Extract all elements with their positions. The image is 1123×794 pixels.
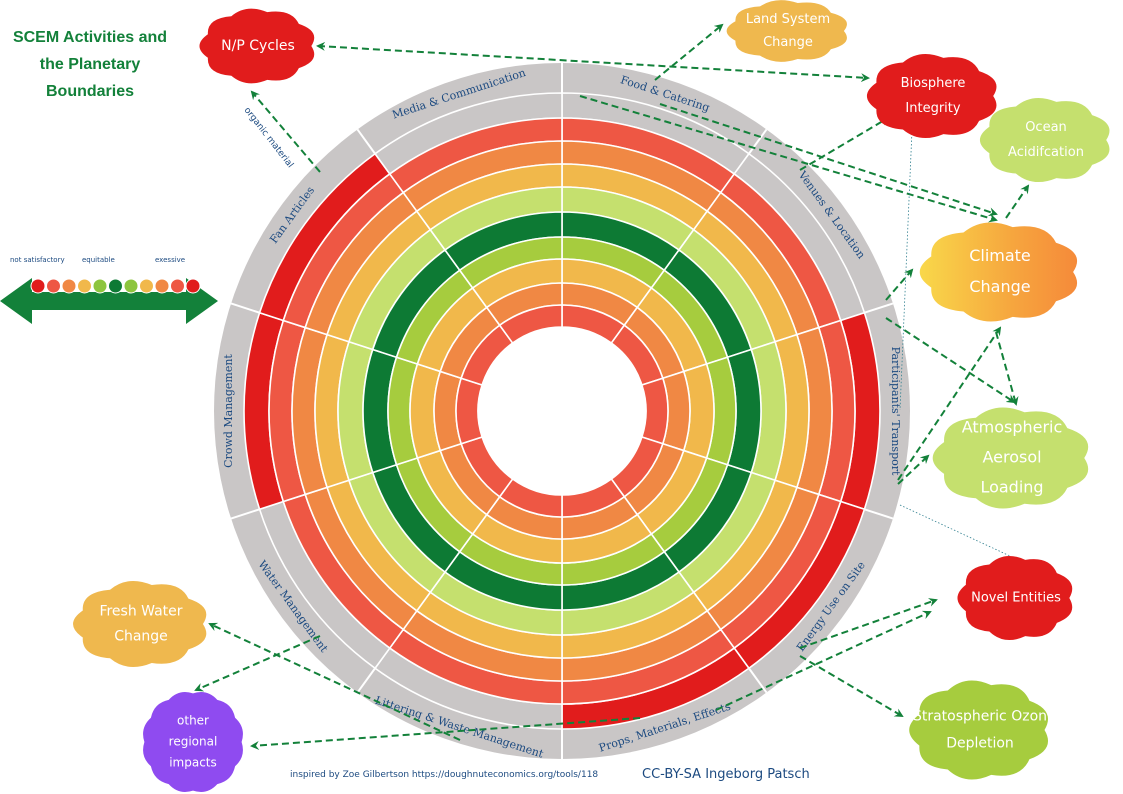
diagram-title: SCEM Activities and the Planetary Bounda…: [4, 24, 176, 105]
cloud-label: Stratospheric Ozon: [913, 709, 1047, 725]
boundary-cloud-novel: Novel Entities: [957, 555, 1073, 641]
legend-dot: [46, 278, 61, 294]
cloud-shape: [979, 97, 1110, 183]
cloud-label: Depletion: [946, 736, 1014, 752]
legend-dot: [92, 278, 108, 294]
arrow-connector: [659, 103, 998, 217]
sector-label: Crowd Management: [222, 354, 235, 468]
arrow-connector: [799, 116, 890, 171]
cloud-label: Integrity: [905, 101, 960, 116]
legend-dot: [61, 278, 77, 294]
arrow-connector: [897, 454, 930, 485]
boundary-cloud-np: N/P Cycles: [199, 8, 315, 84]
legend-dot: [139, 278, 154, 294]
cloud-label: Ocean: [1025, 120, 1067, 135]
sector-divider: [748, 667, 768, 694]
arrow-connector: [715, 610, 932, 711]
sector-divider: [356, 667, 376, 694]
dotted-connector: [899, 129, 913, 411]
footer-license: CC-BY-SA Ingeborg Patsch: [642, 767, 810, 782]
legend-label-equitable: equitable: [82, 256, 115, 264]
cloud-shape: [932, 407, 1089, 509]
legend-dot: [30, 278, 46, 294]
sector-label: Participants' Transport: [889, 347, 902, 476]
cloud-label: Change: [114, 629, 168, 645]
arrow-connector: [316, 41, 870, 83]
cloud-label: other: [177, 714, 209, 728]
cloud-shape: [866, 53, 997, 139]
arrow-connector: [995, 331, 1019, 406]
legend-dot: [123, 278, 139, 294]
cloud-label: Acidifcation: [1008, 145, 1084, 160]
arrow-connector: [654, 23, 724, 81]
arrow-connector: [799, 598, 938, 649]
cloud-shape: [143, 692, 243, 792]
title-line: the Planetary: [39, 56, 141, 73]
arrow-connector: [1005, 184, 1030, 219]
arrow-connector: [799, 655, 904, 718]
boundary-cloud-regional: other regional impacts: [143, 692, 243, 792]
footer-inspired: inspired by Zoe Gilbertson https://dough…: [290, 770, 599, 780]
sector-divider: [356, 128, 376, 155]
cloud-label: Change: [969, 277, 1030, 296]
arrow-connector: [897, 326, 1002, 481]
legend-arrow: [0, 278, 218, 324]
doughnut-hole: [478, 327, 646, 495]
cloud-label: Fresh Water: [99, 604, 182, 620]
cloud-label: Novel Entities: [971, 591, 1061, 606]
legend-dot: [154, 278, 170, 294]
sector-divider: [864, 508, 894, 520]
sector-divider: [748, 128, 768, 155]
legend-dot: [170, 278, 185, 294]
sector-divider: [230, 302, 260, 314]
cloud-label: Loading: [980, 478, 1043, 497]
sector-divider: [230, 508, 260, 520]
arrow-connector: [579, 95, 998, 223]
arrow-connector: [250, 90, 321, 173]
arrow-connector: [250, 717, 641, 750]
cloud-label: N/P Cycles: [221, 38, 295, 54]
cloud-shape: [726, 0, 847, 62]
legend-label-exessive: exessive: [155, 256, 186, 264]
cloud-shape: [73, 581, 207, 667]
cloud-label: impacts: [169, 756, 217, 770]
legend-dot: [77, 278, 92, 294]
arrow-connector: [208, 622, 461, 741]
arrow-connector: [194, 635, 321, 692]
dotted-connector: [899, 504, 1011, 557]
annotation-organic-material: organic material: [242, 106, 295, 170]
cloud-label: Atmospheric: [962, 418, 1063, 437]
sector-divider: [864, 302, 894, 314]
title-line: Boundaries: [45, 83, 134, 100]
cloud-shape: [957, 555, 1073, 641]
cloud-label: Aerosol: [982, 448, 1041, 467]
cloud-label: Climate: [969, 246, 1031, 265]
cloud-shape: [199, 8, 315, 84]
cloud-label: Biosphere: [901, 76, 966, 91]
arrow-connector: [885, 268, 914, 301]
cloud-label: Change: [763, 35, 813, 50]
legend-dot: [185, 278, 201, 294]
legend-label-not-satisfactory: not satisfactory: [10, 256, 65, 264]
doughnut-rings: [214, 63, 910, 759]
title-line: SCEM Activities and: [12, 29, 168, 46]
cloud-shape: [909, 680, 1049, 780]
legend-double-arrow: [0, 278, 218, 324]
arrow-connector: [885, 317, 1016, 404]
cloud-label: Land System: [746, 12, 830, 27]
cloud-label: regional: [169, 735, 218, 749]
cloud-shape: [919, 222, 1078, 322]
connector-arrows: [194, 23, 1030, 750]
legend-dot: [108, 278, 123, 294]
